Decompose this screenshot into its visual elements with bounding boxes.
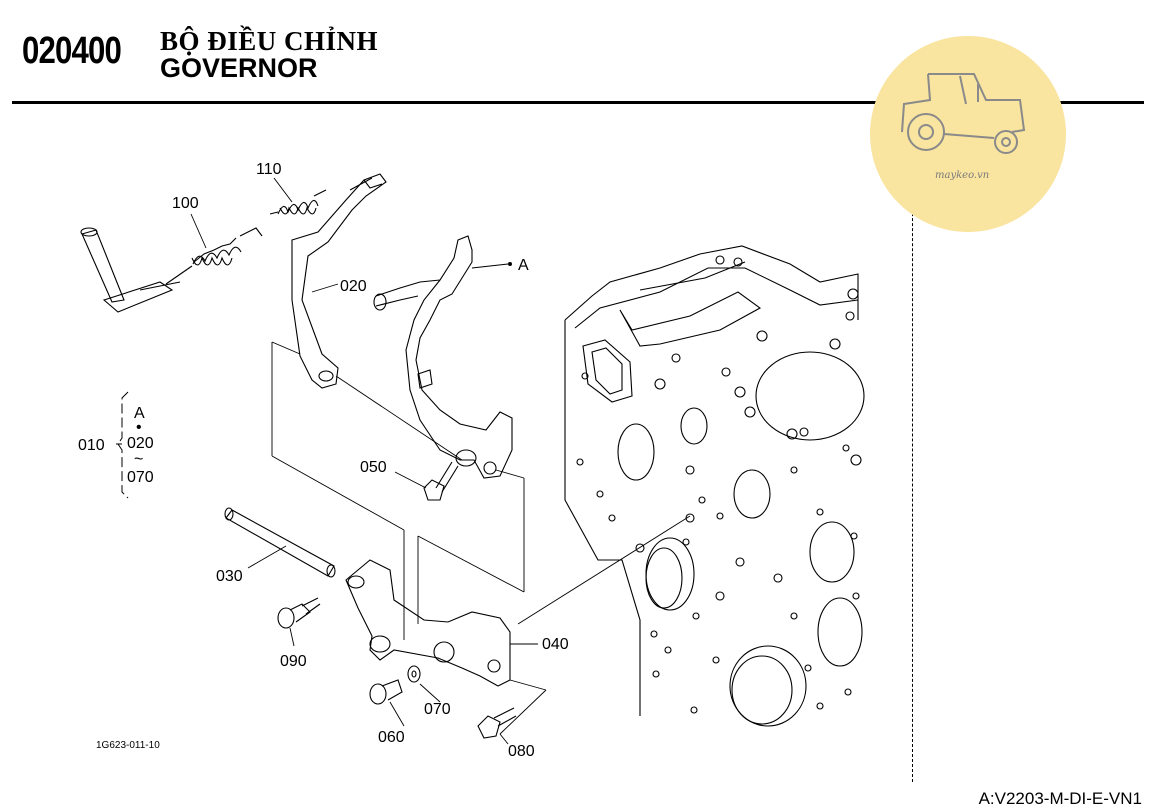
group-top-label: A xyxy=(134,405,145,422)
callout-110: 110 xyxy=(256,161,282,178)
callout-a: A xyxy=(518,257,529,274)
title-english: GOVERNOR xyxy=(160,53,318,83)
callout-090: 090 xyxy=(280,653,307,670)
group-from-label: 020 xyxy=(127,435,154,452)
callout-050: 050 xyxy=(360,459,387,476)
callout-070: 070 xyxy=(424,701,451,718)
part-110-spring xyxy=(269,189,327,215)
header-rule xyxy=(12,101,1144,104)
part-100-spring-lever xyxy=(80,227,263,313)
engine-block xyxy=(564,245,865,727)
title-vietnamese: BỘ ĐIỀU CHỈNH xyxy=(160,26,379,56)
part-030-shaft xyxy=(224,507,336,578)
part-040-housing xyxy=(345,559,511,687)
group-tilde: ~ xyxy=(134,451,143,468)
part-020-lever xyxy=(291,173,387,389)
callout-100: 100 xyxy=(172,195,199,212)
part-070-washer xyxy=(407,665,421,683)
divider-dashed-line xyxy=(912,118,913,782)
callout-020: 020 xyxy=(340,278,367,295)
group-label: 010 xyxy=(78,437,105,454)
part-090-bolt xyxy=(277,597,321,629)
part-050-bolt xyxy=(423,461,459,501)
part-fork-lever xyxy=(373,235,513,479)
group-dot: • xyxy=(136,419,142,436)
watermark-logo: maykeo.vn xyxy=(870,36,1066,232)
group-to-label: 070 xyxy=(127,469,154,486)
assembly-group: A • 020 ~ 070 010 xyxy=(78,391,154,499)
callout-080: 080 xyxy=(508,743,535,760)
footer-code: A:V2203-M-DI-E-VN1 xyxy=(978,789,1142,808)
callout-040: 040 xyxy=(542,636,569,653)
leader-lines xyxy=(190,177,691,745)
ref-dot xyxy=(508,262,512,266)
drawing-reference: 1G623-011-10 xyxy=(96,740,160,751)
watermark-text: maykeo.vn xyxy=(935,170,989,181)
callout-060: 060 xyxy=(378,729,405,746)
part-060-bolt xyxy=(369,679,403,705)
section-code: 020400 xyxy=(22,30,122,72)
part-080-bolt xyxy=(477,707,517,739)
callout-030: 030 xyxy=(216,568,243,585)
